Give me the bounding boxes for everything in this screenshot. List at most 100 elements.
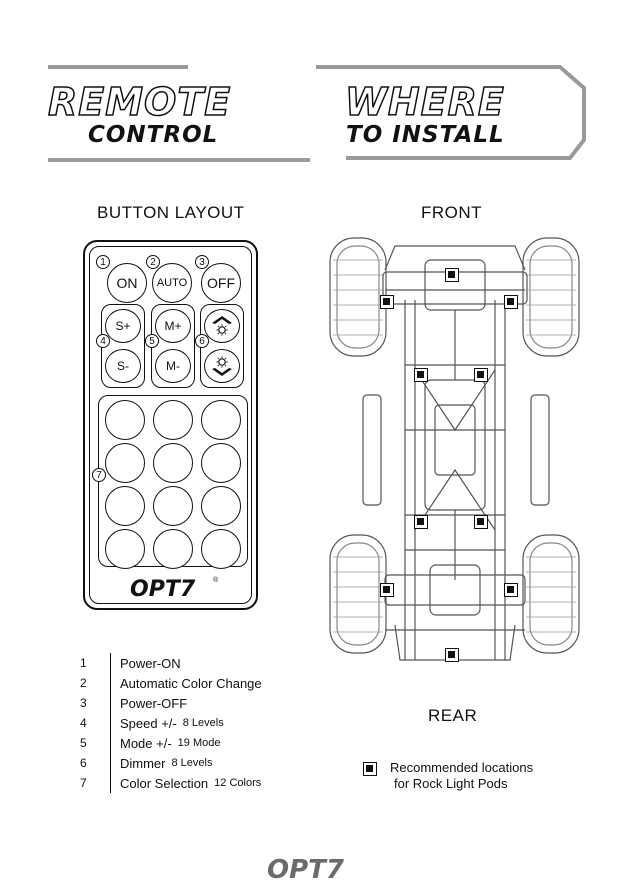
legend-row: 5 Mode +/- 19 Mode — [80, 733, 220, 753]
dimmer-up-button[interactable] — [204, 309, 240, 343]
legend-row: 3 Power-OFF — [80, 693, 187, 713]
rear-left-tire — [329, 534, 387, 654]
speed-up-label: S+ — [115, 319, 131, 333]
color-button[interactable] — [153, 443, 193, 483]
color-button[interactable] — [105, 443, 145, 483]
marker-4: 4 — [96, 334, 110, 348]
legend-number: 5 — [80, 736, 87, 750]
color-button[interactable] — [153, 400, 193, 440]
color-button[interactable] — [105, 400, 145, 440]
legend-label: Automatic Color Change — [120, 675, 262, 691]
dimmer-down-button[interactable] — [204, 349, 240, 383]
color-selection-group — [98, 395, 248, 569]
front-left-tire — [329, 237, 387, 357]
light-pod-location-marker — [474, 368, 488, 382]
color-button[interactable] — [153, 486, 193, 526]
legend-divider — [110, 733, 111, 753]
vehicle-chassis-diagram — [329, 237, 580, 661]
color-button[interactable] — [105, 486, 145, 526]
light-pod-location-marker — [474, 515, 488, 529]
footer-brand-logo: OPT7 — [267, 855, 344, 885]
remote-control: ON AUTO OFF S+ S- M+ M- — [83, 240, 258, 610]
color-button[interactable] — [153, 529, 193, 569]
speed-down-button[interactable]: S- — [105, 349, 141, 383]
legend-detail: 12 Colors — [214, 777, 262, 789]
front-label: FRONT — [421, 203, 483, 222]
legend-number: 4 — [80, 716, 87, 730]
legend-label: Mode +/- — [120, 735, 172, 751]
light-pod-location-marker — [504, 583, 518, 597]
legend-number: 2 — [80, 676, 87, 690]
color-button[interactable] — [201, 529, 241, 569]
marker-6: 6 — [195, 334, 209, 348]
mode-down-button[interactable]: M- — [155, 349, 191, 383]
remote-brand-logo: OPT7 — [130, 577, 196, 602]
legend-number: 6 — [80, 756, 87, 770]
brightness-up-icon — [212, 316, 232, 336]
legend-row: 4 Speed +/- 8 Levels — [80, 713, 224, 733]
speed-up-button[interactable]: S+ — [105, 309, 141, 343]
legend-divider — [110, 693, 111, 713]
light-pod-location-marker — [445, 268, 459, 282]
legend-divider — [110, 653, 111, 673]
header-install-title: TO INSTALL — [346, 122, 505, 148]
mode-group: M+ M- — [151, 304, 195, 388]
legend-detail: 19 Mode — [177, 737, 221, 749]
front-right-tire — [522, 237, 580, 357]
color-button[interactable] — [201, 443, 241, 483]
registered-mark: ® — [213, 577, 219, 584]
light-pod-key-icon — [363, 762, 377, 776]
legend-label: Power-ON — [120, 655, 181, 671]
brightness-down-icon — [212, 356, 232, 376]
marker-1: 1 — [96, 255, 110, 269]
legend-row: 1 Power-ON — [80, 653, 181, 673]
marker-2: 2 — [146, 255, 160, 269]
rear-right-tire — [522, 534, 580, 654]
light-pod-location-marker — [414, 368, 428, 382]
legend-number: 7 — [80, 776, 87, 790]
header-control-title: CONTROL — [88, 122, 219, 148]
legend-detail: 8 Levels — [171, 757, 213, 769]
legend-label: Color Selection — [120, 775, 209, 791]
off-button-label: OFF — [207, 275, 235, 291]
legend-detail: 8 Levels — [182, 717, 224, 729]
legend-label: Power-OFF — [120, 695, 188, 711]
marker-7: 7 — [92, 468, 106, 482]
mode-up-button[interactable]: M+ — [155, 309, 191, 343]
rear-label: REAR — [428, 706, 478, 725]
key-line-1: Recommended locations — [390, 760, 534, 775]
legend-divider — [110, 673, 111, 693]
header-frame — [48, 65, 586, 162]
header-where-title: WHERE — [344, 79, 505, 125]
legend-divider — [110, 753, 111, 773]
remote-body: ON AUTO OFF S+ S- M+ M- — [89, 246, 252, 604]
light-pod-location-marker — [504, 295, 518, 309]
dimmer-group — [200, 304, 244, 388]
color-button[interactable] — [201, 486, 241, 526]
color-button[interactable] — [105, 529, 145, 569]
color-button[interactable] — [201, 400, 241, 440]
auto-button[interactable]: AUTO — [152, 263, 192, 303]
key-line-2: for Rock Light Pods — [394, 776, 508, 791]
on-button[interactable]: ON — [107, 263, 147, 303]
legend-row: 7 Color Selection 12 Colors — [80, 773, 261, 793]
light-pod-location-marker — [380, 583, 394, 597]
header-remote-title: REMOTE — [47, 79, 232, 125]
off-button[interactable]: OFF — [201, 263, 241, 303]
legend-label: Speed +/- — [120, 715, 177, 731]
legend-divider — [110, 773, 111, 793]
mode-down-label: M- — [166, 359, 180, 373]
marker-5: 5 — [145, 334, 159, 348]
speed-down-label: S- — [117, 359, 129, 373]
mode-up-label: M+ — [164, 319, 182, 333]
legend-row: 6 Dimmer 8 Levels — [80, 753, 212, 773]
auto-button-label: AUTO — [156, 277, 188, 289]
button-layout-heading: BUTTON LAYOUT — [97, 203, 245, 222]
light-pod-location-marker — [445, 648, 459, 662]
on-button-label: ON — [116, 275, 138, 291]
legend-number: 3 — [80, 696, 87, 710]
light-pod-location-marker — [414, 515, 428, 529]
light-pod-location-marker — [380, 295, 394, 309]
legend-label: Dimmer — [120, 755, 166, 771]
legend-number: 1 — [80, 656, 87, 670]
